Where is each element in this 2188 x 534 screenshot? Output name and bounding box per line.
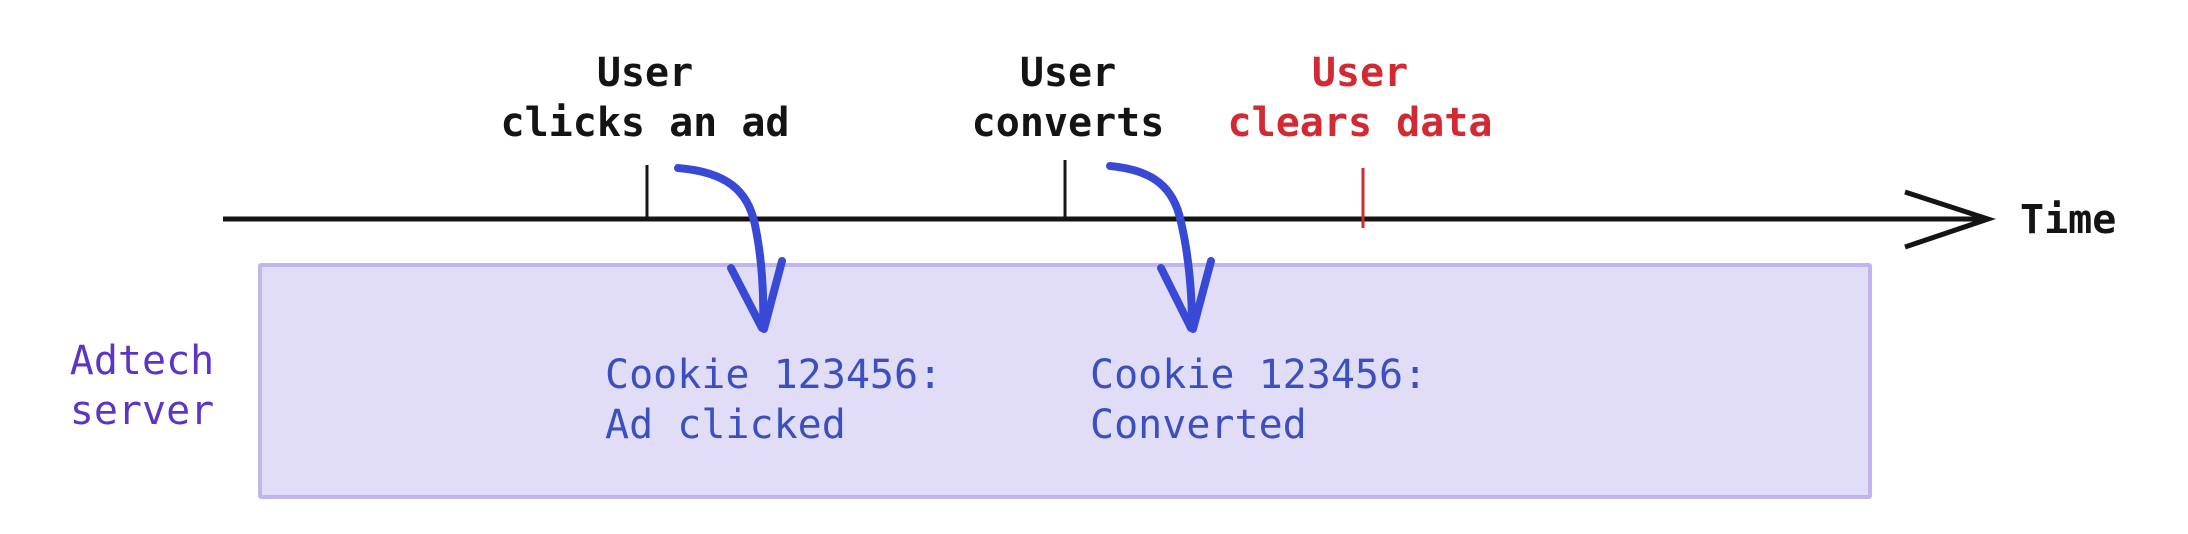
cookie-record-line: Ad clicked <box>605 402 846 448</box>
cookie-record-ad-clicked: Cookie 123456: Ad clicked <box>605 350 942 450</box>
time-axis-arrowhead-icon <box>1904 189 1996 250</box>
adtech-server-box <box>258 263 1872 499</box>
server-label-line: Adtech <box>69 338 215 384</box>
event-label-user-clears-data: User clears data <box>1228 48 1493 148</box>
cookie-record-line: Cookie 123456: <box>1090 352 1428 398</box>
event-label-line: User <box>1019 50 1117 96</box>
event-label-line: User <box>596 50 694 96</box>
event-label-user-clicks-ad: User clicks an ad <box>501 48 790 148</box>
curved-arrow-convert-to-cookie-icon <box>1106 162 1215 333</box>
event-label-user-converts: User converts <box>972 48 1165 148</box>
adtech-server-label: Adtech server <box>70 336 215 436</box>
event-label-line: converts <box>971 100 1165 146</box>
cookie-record-line: Converted <box>1090 402 1307 448</box>
cookie-record-converted: Cookie 123456: Converted <box>1090 350 1427 450</box>
event-label-line: User <box>1311 50 1409 96</box>
server-label-line: server <box>69 388 215 434</box>
time-axis-label: Time <box>2020 197 2117 243</box>
cookie-record-line: Cookie 123456: <box>605 352 943 398</box>
event-label-line: clears data <box>1227 100 1493 146</box>
curved-arrow-click-to-cookie-icon <box>674 164 786 333</box>
event-label-line: clicks an ad <box>500 100 790 146</box>
